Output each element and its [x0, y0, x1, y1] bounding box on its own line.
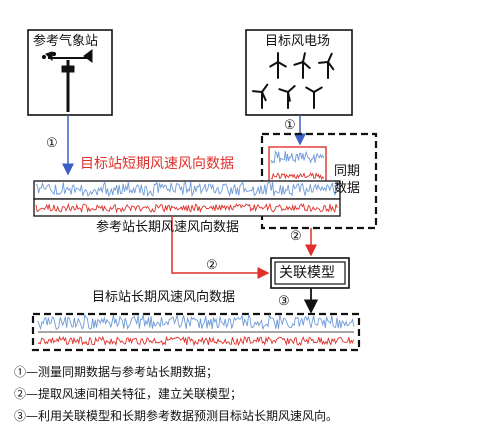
- wind-turbine-icons: [252, 52, 335, 109]
- step3-marker: ③: [278, 294, 290, 309]
- wind-turbine-icon: [278, 85, 296, 109]
- target-long-term-speed-trace: [37, 313, 355, 331]
- short-term-speed-trace-line: [270, 150, 325, 165]
- reference-direction-strip: [33, 198, 341, 217]
- reference-direction-trace: [35, 202, 338, 214]
- wind-turbine-icon: [252, 83, 269, 109]
- short-term-direction-trace: [270, 172, 325, 181]
- step1-marker-left: ①: [46, 136, 58, 151]
- reference-direction-trace-line: [35, 202, 338, 214]
- wind-turbine-icon: [318, 52, 335, 79]
- wind-turbine-icon: [305, 86, 323, 109]
- concurrent-data-label-line2: 数据: [334, 181, 361, 196]
- wind-farm-box: [245, 29, 353, 116]
- target-short-term-box: [268, 146, 327, 187]
- target-long-term-dashed-box: [31, 312, 361, 352]
- target-long-term-direction-trace: [37, 335, 355, 347]
- legend-item-3: ③—利用关联模型和长期参考数据预测目标站长期风速风向。: [14, 409, 339, 423]
- step1-marker-right: ①: [284, 118, 296, 133]
- wind-turbine-icon: [293, 52, 311, 79]
- step2-arrow-reference: [171, 216, 270, 279]
- correlation-model-label: 关联模型: [279, 265, 335, 281]
- reference-station-label: 参考气象站: [33, 34, 99, 49]
- reference-speed-trace-line: [35, 180, 339, 198]
- target-long-term-speed-trace-line: [37, 313, 355, 331]
- weather-station-icon: [41, 49, 93, 112]
- correlation-model-box-inner: [274, 261, 346, 285]
- step2-marker-left: ②: [206, 258, 218, 273]
- target-short-term-label: 目标站短期风速风向数据: [80, 156, 234, 172]
- wind-turbine-icon: [269, 52, 287, 79]
- wind-farm-label: 目标风电场: [265, 34, 331, 49]
- target-long-term-direction-trace-line: [37, 335, 355, 347]
- correlation-model-box-outer: [270, 257, 350, 289]
- legend-item-1: ①—测量同期数据与参考站长期数据；: [14, 365, 219, 379]
- short-term-speed-trace: [270, 150, 325, 165]
- step2-marker-right: ②: [290, 229, 302, 244]
- target-long-term-label: 目标站长期风速风向数据: [92, 290, 236, 305]
- short-term-direction-trace-line: [270, 172, 325, 181]
- concurrent-data-label-line1: 同期: [334, 164, 361, 179]
- reference-speed-trace: [35, 180, 339, 198]
- legend-item-2: ②—提取风速间相关特征，建立关联模型；: [14, 387, 243, 401]
- reference-long-term-label: 参考站长期风速风向数据: [96, 220, 240, 235]
